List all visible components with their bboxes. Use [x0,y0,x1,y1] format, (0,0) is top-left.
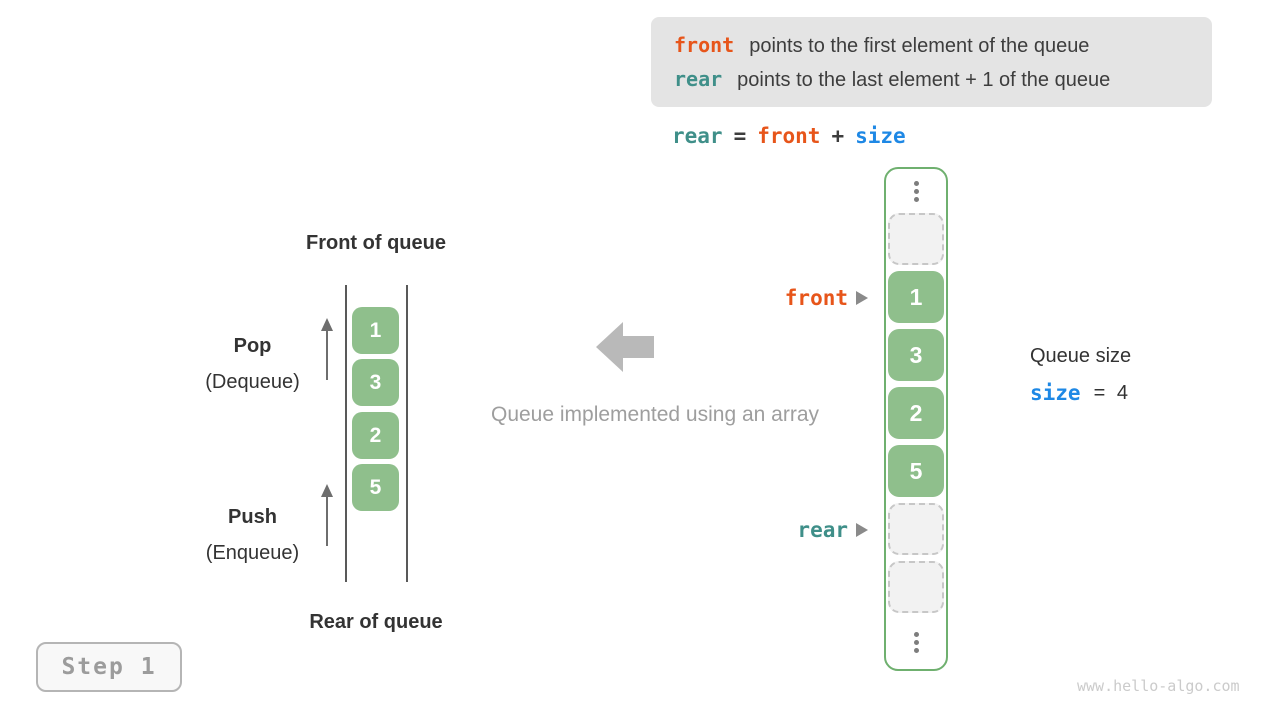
queue-cell: 3 [352,359,399,406]
pointer-arrowhead-icon [856,523,868,537]
dequeue-label: (Dequeue) [205,371,300,393]
front-of-queue-label: Front of queue [306,232,446,254]
rear-pointer-label: rear [797,518,848,542]
queue-cell: 2 [352,412,399,459]
dot [913,640,919,645]
arrow-shaft [326,331,328,380]
arrowhead [321,318,333,331]
dot [913,632,919,637]
front-pointer-label: front [784,286,848,310]
rear-term: rear [674,66,723,91]
dot [913,197,919,202]
arrowhead [321,484,333,497]
array-cell-empty [888,503,944,555]
queue-cell: 5 [352,464,399,511]
diagram-caption: Queue implemented using an array [490,403,820,426]
rear-description: points to the last element + 1 of the qu… [737,68,1111,91]
front-term: front [674,32,735,57]
formula-plus: + [831,124,845,148]
step-badge: Step 1 [36,642,182,692]
pop-label: Pop [233,335,272,357]
dot [913,189,919,194]
push-up-arrow-icon [320,484,334,546]
array-cell-empty [888,561,944,613]
ellipsis-top-icon [913,181,919,202]
queue-wall-left [345,285,347,582]
array-cell: 5 [888,445,944,497]
rear-pointer: rear [725,516,868,544]
front-description: points to the first element of the queue [749,34,1090,57]
queue-size-title: Queue size [1030,345,1132,367]
pointer-formula: rear = front + size [672,122,906,150]
pointer-arrowhead-icon [856,291,868,305]
queue-cell: 1 [352,307,399,354]
front-pointer: front [725,284,868,312]
ellipsis-bottom-icon [913,632,919,653]
pop-up-arrow-icon [320,318,334,380]
arrow-shaft [326,497,328,546]
queue-wall-right [406,285,408,582]
array-cell: 1 [888,271,944,323]
rear-of-queue-label: Rear of queue [309,611,443,633]
formula-equals: = [733,124,747,148]
legend-line-rear: rear points to the last element + 1 of t… [674,67,1212,92]
pointer-legend-box: front points to the first element of the… [651,17,1212,107]
formula-front: front [757,124,821,148]
push-label: Push [228,506,277,528]
watermark: www.hello-algo.com [1077,677,1240,695]
formula-size: size [855,124,906,148]
legend-line-front: front points to the first element of the… [674,33,1212,58]
formula-rear: rear [672,124,723,148]
array-cell: 3 [888,329,944,381]
array-cell: 2 [888,387,944,439]
dot [913,181,919,186]
size-value: = 4 [1093,381,1131,404]
array-cell-empty [888,213,944,265]
queue-size-value-row: size = 4 [1030,381,1131,405]
enqueue-label: (Enqueue) [205,542,300,564]
size-term: size [1030,381,1081,405]
dot [913,648,919,653]
left-block-arrow-icon [596,322,654,372]
